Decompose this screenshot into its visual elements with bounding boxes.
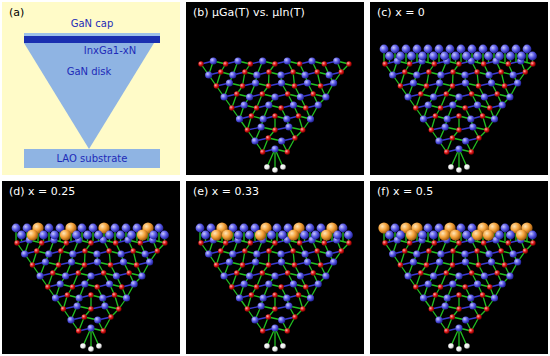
well-layer: [24, 36, 160, 43]
panel-ground: [186, 2, 364, 175]
atomic-model: [12, 222, 169, 351]
triangle-node: GaN disk: [24, 43, 154, 149]
disk-shape: [24, 43, 154, 149]
panel-ground: [370, 2, 548, 175]
panel-label: (a): [9, 6, 24, 20]
atomic-model: [380, 45, 537, 173]
panel-label: (c) x = 0: [377, 6, 425, 20]
layer-label: LAO substrate: [24, 149, 160, 168]
panel-ground: [370, 181, 548, 354]
atomic-model: [198, 57, 351, 172]
panel-label: (b) μGa(T) vs. μIn(T): [193, 6, 305, 20]
layer-label: InxGa1-xN: [24, 43, 160, 57]
atomic-model: [196, 222, 353, 351]
layer-label: GaN cap: [24, 17, 160, 33]
capband-node: GaN cap: [24, 17, 160, 37]
panel-ground: [2, 181, 180, 354]
panel-label: (d) x = 0.25: [9, 185, 75, 199]
rect-node: LAO substrate: [24, 149, 160, 168]
panel-ground: [2, 2, 180, 175]
panel-label: (e) x = 0.33: [193, 185, 259, 199]
atomic-model: [378, 222, 537, 351]
panel-label: (f) x = 0.5: [377, 185, 433, 199]
panel-ground: [186, 181, 364, 354]
wellband-node: InxGa1-xN: [24, 36, 160, 57]
